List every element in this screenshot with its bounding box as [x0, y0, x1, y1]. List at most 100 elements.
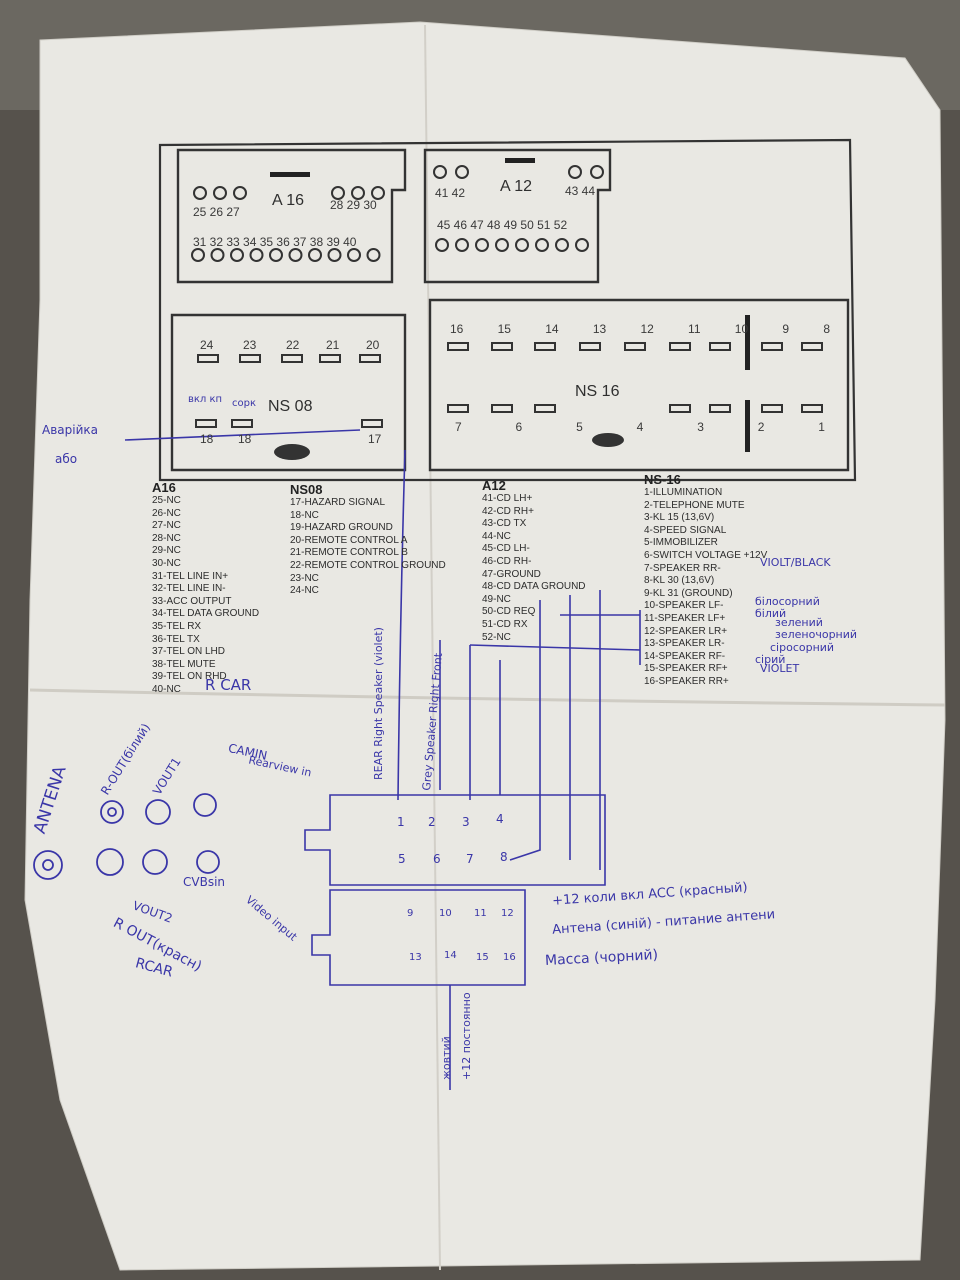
ns16-annotation: білосорний	[755, 595, 820, 608]
block-pin: 2	[428, 815, 436, 829]
a16-list-item: 34-TEL DATA GROUND	[152, 608, 260, 620]
a12-pin-circle	[435, 238, 449, 252]
ns08-pin-slot	[359, 354, 381, 363]
block-pin: 3	[462, 815, 470, 829]
ns16-pin: 2	[757, 420, 765, 434]
a16-list-item: 26-NC	[152, 507, 181, 519]
a12-list-item: 43-CD TX	[482, 518, 527, 530]
ns16-pin-list: NS-16 1-ILLUMINATION 2-TELEPHONE MUTE 3-…	[644, 472, 767, 689]
ns16-pin-slot	[534, 404, 556, 413]
ns16-pin: 13	[592, 322, 607, 336]
ns08-pin-top: 21	[326, 338, 340, 352]
ns08-hand-label: вкл кп	[188, 394, 223, 405]
ns16-annotation: VIOLT/BLACK	[760, 556, 831, 569]
ns16-annotation: VIOLET	[760, 662, 800, 675]
ns16-pin: 11	[688, 322, 701, 336]
ns08-pin-list: NS08 17-HAZARD SIGNAL 18-NC 19-HAZARD GR…	[290, 482, 446, 598]
ns16-pin: 5	[576, 420, 583, 434]
a12-pin-circle	[590, 165, 604, 179]
ns08-title: NS 08	[268, 398, 313, 415]
block-pin: 12	[501, 908, 514, 919]
ns08-pin-slot	[361, 419, 383, 428]
a16-list-item: 39-TEL ON RHD	[152, 671, 227, 683]
a16-pin-circle	[193, 186, 207, 200]
a12-pin-circle	[535, 238, 549, 252]
video-input-label: Video input	[243, 893, 300, 944]
ns16-title: NS 16	[575, 383, 620, 400]
ns16-pin-slot	[709, 404, 731, 413]
a12-list-item: 50-CD REQ	[482, 606, 536, 618]
ns16-list-item: 4-SPEED SIGNAL	[644, 524, 727, 536]
block-pin: 14	[444, 950, 457, 961]
a12-list-item: 49-NC	[482, 593, 511, 605]
a16-pin-circle	[191, 248, 205, 262]
a16-list-item: 38-TEL MUTE	[152, 658, 216, 670]
ns16-pin: 14	[545, 322, 559, 336]
a16-list-item: 40-NC	[152, 683, 181, 695]
ns16-pin: 15	[497, 322, 511, 336]
yellow-wire-note: жовтий	[440, 1036, 453, 1080]
a12-list-item: 47-GROUND	[482, 568, 541, 580]
a12-list-item: 42-CD RH+	[482, 505, 534, 517]
a12-list-item: 46-CD RH-	[482, 555, 532, 567]
ns08-list-item: 23-NC	[290, 572, 319, 584]
ns16-pin-slot	[491, 404, 513, 413]
a16-list-item: 30-NC	[152, 557, 181, 569]
a12-pin-circle	[455, 238, 469, 252]
hand-drawn-block	[124, 429, 641, 1090]
rear-right-speaker-note: REAR Right Speaker (violet)	[372, 627, 385, 780]
ns16-list-item: 13-SPEAKER LR-	[644, 638, 725, 650]
ns08-list-item: 20-REMOTE CONTROL A	[290, 534, 408, 546]
a16-list-item: 36-TEL TX	[152, 633, 200, 645]
a16-pin-circle	[269, 248, 283, 262]
ns16-pin: 16	[450, 322, 464, 336]
a16-pin-circle	[371, 186, 385, 200]
ns16-pin-slot	[669, 342, 691, 351]
a16-list-item: 29-NC	[152, 545, 181, 557]
ns16-list-item: 7-SPEAKER RR-	[644, 562, 721, 574]
a16-list-item: 28-NC	[152, 532, 181, 544]
ns16-pin-slot	[709, 342, 731, 351]
ns16-annotation: сірий	[755, 653, 786, 666]
a16-title: A 16	[272, 192, 305, 209]
ns16-pin: 12	[640, 322, 654, 336]
ns08-pin-slot	[197, 354, 219, 363]
printed-connector-frame	[158, 138, 857, 482]
block-pin: 15	[476, 952, 489, 963]
a16-list-item: 35-TEL RX	[152, 620, 202, 632]
a12-pin-circle	[575, 238, 589, 252]
a12-list-item: 41-CD LH+	[482, 493, 533, 504]
a16-pin-circle	[249, 248, 264, 262]
ns16-pin-slot	[801, 342, 823, 351]
ns16-pin: 8	[823, 322, 830, 336]
block-pin: 16	[503, 952, 516, 963]
ns08-pin-top: 22	[286, 338, 300, 352]
ns16-pins-bottom-row: 7 6 5 4 3 2 1	[455, 420, 825, 434]
ns16-list-item: 2-TELEPHONE MUTE	[644, 499, 745, 511]
ns16-pin-slot	[761, 404, 783, 413]
a12-list-item: 52-NC	[482, 631, 511, 643]
a12-pin-circle	[433, 165, 447, 179]
rearview-label: Rearview in	[247, 753, 313, 780]
vout2-label: VOUT2	[130, 898, 175, 926]
ns16-list-item: 15-SPEAKER RF+	[644, 663, 728, 675]
antena-label: ANTENA	[30, 763, 71, 837]
ns16-pin-slot	[534, 342, 556, 351]
ns16-pin: 3	[697, 420, 704, 434]
ns08-pin-slot	[195, 419, 217, 428]
a12-pin-circle	[455, 165, 469, 179]
ns16-annotation: білий	[755, 607, 787, 620]
ns16-pin-slot	[447, 342, 469, 351]
ns16-pin-slot	[447, 404, 469, 413]
a16-list-item: 25-NC	[152, 495, 181, 506]
a12-pins-top-right: 43 44	[565, 184, 596, 198]
a12-pin-circle	[495, 238, 509, 252]
ns08-list-header: NS08	[290, 482, 323, 497]
a16-pins-row2: 31 32 33 34 35 36 37 38 39 40	[193, 235, 357, 249]
rca-jacks	[33, 793, 220, 880]
a12-list-item: 45-CD LH-	[482, 543, 530, 555]
a16-pin-list: A16 25-NC 26-NC 27-NC 28-NC 29-NC 30-NC …	[152, 480, 259, 697]
a16-pin-circle	[308, 248, 322, 262]
ns08-pin-bottom: 18	[200, 432, 214, 446]
